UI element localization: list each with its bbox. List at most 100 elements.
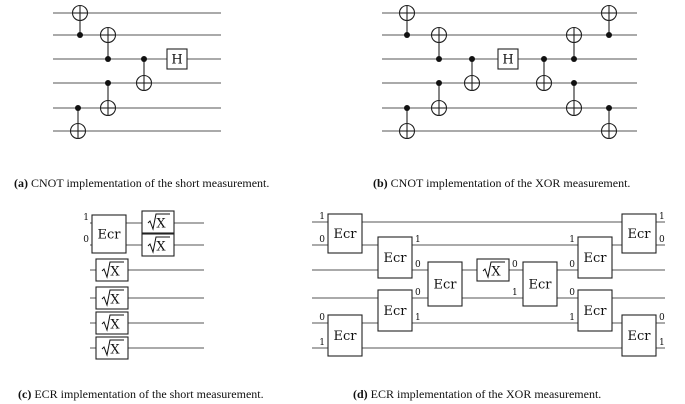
svg-text:X: X: [110, 343, 120, 358]
hadamard-gate: H: [497, 48, 519, 70]
port-label: 0: [319, 235, 325, 245]
ecr-gate: Ecr: [621, 213, 657, 254]
control-dot: [436, 56, 442, 62]
svg-text:Ecr: Ecr: [628, 329, 652, 344]
cnot-target-icon: [99, 99, 117, 117]
caption-a-text: CNOT implementation of the short measure…: [31, 176, 270, 190]
svg-text:Ecr: Ecr: [529, 278, 553, 293]
ecr-gate: Ecr: [577, 289, 613, 332]
control-dot: [105, 80, 111, 86]
cnot-target-icon: [398, 122, 416, 140]
control-dot: [606, 32, 612, 38]
port-label: 1: [512, 288, 518, 298]
port-label: 1: [415, 235, 421, 245]
control-dot: [404, 105, 410, 111]
svg-text:Ecr: Ecr: [334, 227, 358, 242]
caption-c: (c) ECR implementation of the short meas…: [18, 387, 264, 402]
port-label: 0: [83, 235, 89, 245]
caption-d-tag: (d): [353, 387, 368, 401]
caption-d: (d) ECR implementation of the XOR measur…: [353, 387, 601, 402]
control-dot: [105, 56, 111, 62]
svg-text:Ecr: Ecr: [384, 304, 408, 319]
port-label: 1: [659, 212, 665, 222]
ecr-gate: Ecr: [91, 214, 127, 254]
control-dot: [404, 32, 410, 38]
caption-a: (a) CNOT implementation of the short mea…: [14, 176, 269, 191]
control-dot: [571, 80, 577, 86]
cnot-target-icon: [535, 74, 553, 92]
cnot-target-icon: [398, 4, 416, 22]
ecr-gate: Ecr: [327, 314, 363, 357]
port-label: 0: [512, 260, 518, 270]
sqrt-x-gate: X: [95, 311, 129, 335]
svg-text:Ecr: Ecr: [384, 251, 408, 266]
sqrt-x-gate: X: [141, 210, 175, 234]
caption-a-tag: (a): [14, 176, 28, 190]
caption-c-text: ECR implementation of the short measurem…: [34, 387, 264, 401]
cnot-target-icon: [600, 122, 618, 140]
port-label: 0: [415, 260, 421, 270]
sqrt-x-gate: X: [95, 286, 129, 310]
cnot-target-icon: [565, 99, 583, 117]
hadamard-gate: H: [166, 48, 188, 70]
control-dot: [436, 80, 442, 86]
ecr-gate: Ecr: [577, 236, 613, 279]
svg-text:X: X: [491, 265, 501, 280]
control-dot: [541, 56, 547, 62]
svg-text:X: X: [156, 217, 166, 232]
port-label: 0: [415, 288, 421, 298]
caption-b-tag: (b): [373, 176, 388, 190]
sqrt-x-gate: X: [95, 336, 129, 360]
control-dot: [75, 105, 81, 111]
svg-text:Ecr: Ecr: [334, 329, 358, 344]
port-label: 1: [319, 338, 325, 348]
svg-text:Ecr: Ecr: [434, 278, 458, 293]
cnot-target-icon: [600, 4, 618, 22]
port-label: 1: [569, 235, 575, 245]
cnot-target-icon: [463, 74, 481, 92]
svg-text:Ecr: Ecr: [584, 304, 608, 319]
sqrt-x-gate: X: [476, 258, 510, 282]
cnot-target-icon: [430, 26, 448, 44]
sqrt-x-gate: X: [95, 258, 129, 282]
control-dot: [606, 105, 612, 111]
port-label: 1: [415, 313, 421, 323]
svg-text:H: H: [502, 53, 513, 68]
port-label: 0: [569, 288, 575, 298]
ecr-gate: Ecr: [377, 236, 413, 279]
svg-text:X: X: [110, 318, 120, 333]
svg-text:X: X: [110, 265, 120, 280]
port-label: 1: [83, 213, 89, 223]
sqrt-x-gate: X: [141, 233, 175, 257]
ecr-gate: Ecr: [522, 261, 558, 307]
control-dot: [141, 56, 147, 62]
cnot-target-icon: [71, 4, 89, 22]
control-dot: [571, 56, 577, 62]
svg-text:Ecr: Ecr: [628, 227, 652, 242]
cnot-target-icon: [135, 74, 153, 92]
ecr-gate: Ecr: [621, 314, 657, 357]
cnot-target-icon: [565, 26, 583, 44]
caption-b-text: CNOT implementation of the XOR measureme…: [390, 176, 631, 190]
svg-text:X: X: [110, 293, 120, 308]
port-label: 1: [569, 313, 575, 323]
svg-text:Ecr: Ecr: [98, 228, 122, 243]
svg-text:H: H: [171, 53, 182, 68]
ecr-gate: Ecr: [327, 213, 363, 254]
cnot-target-icon: [430, 99, 448, 117]
control-dot: [77, 32, 83, 38]
ecr-gate: Ecr: [427, 261, 463, 307]
port-label: 0: [659, 313, 665, 323]
control-dot: [469, 56, 475, 62]
port-label: 0: [659, 235, 665, 245]
svg-text:Ecr: Ecr: [584, 251, 608, 266]
cnot-target-icon: [69, 122, 87, 140]
ecr-gate: Ecr: [377, 289, 413, 332]
port-label: 1: [319, 212, 325, 222]
cnot-target-icon: [99, 26, 117, 44]
port-label: 0: [569, 260, 575, 270]
caption-d-text: ECR implementation of the XOR measuremen…: [370, 387, 602, 401]
svg-text:X: X: [156, 240, 166, 255]
port-label: 0: [319, 313, 325, 323]
